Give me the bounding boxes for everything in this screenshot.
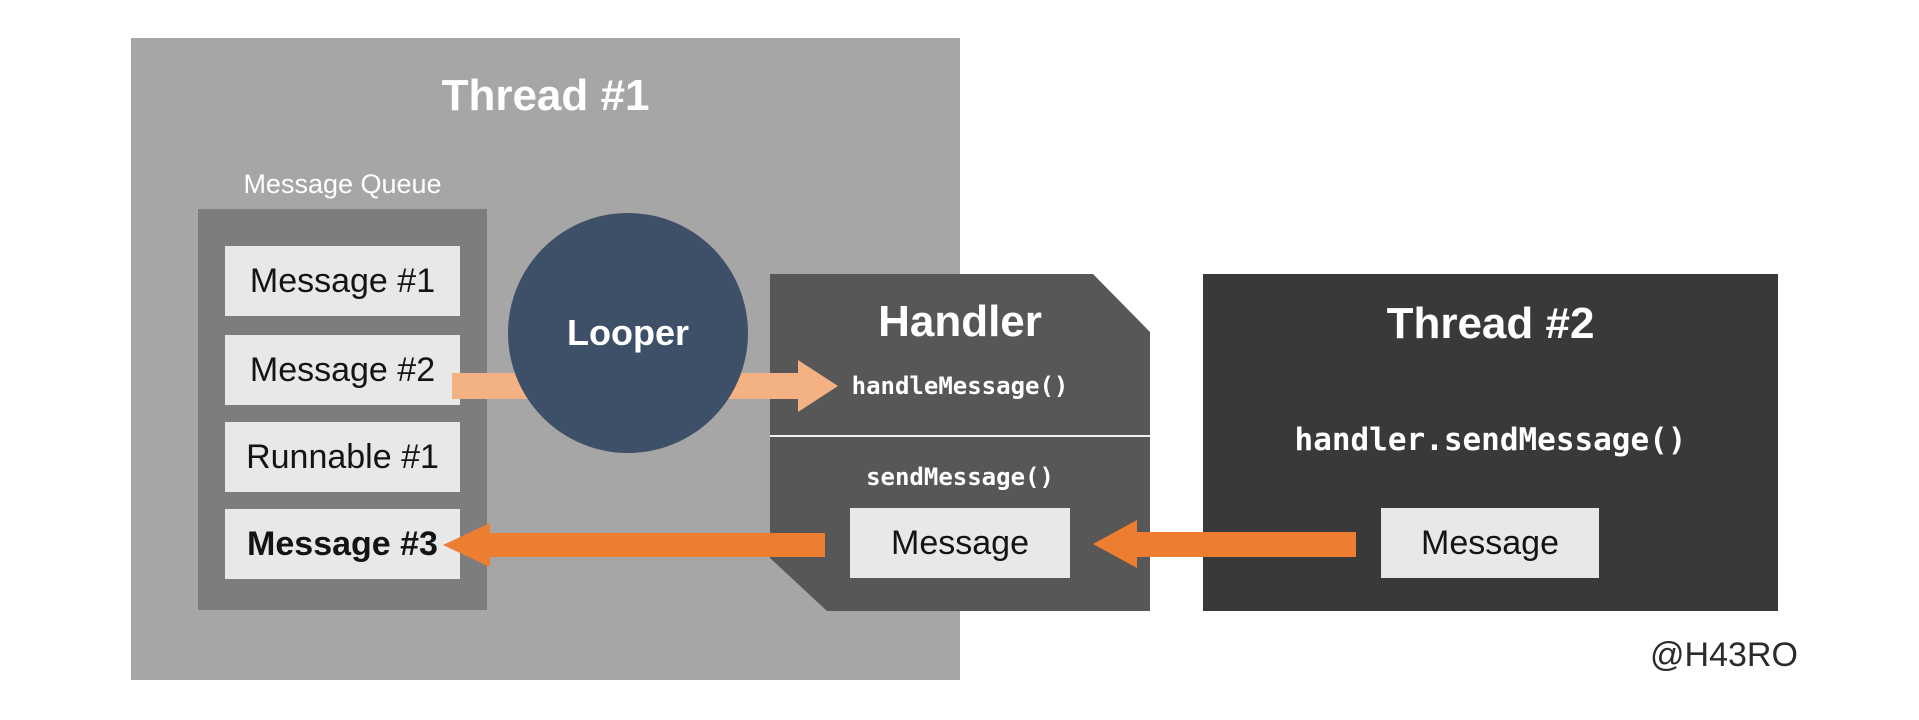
handle-message-method: handleMessage() [851,372,1069,400]
looper-label: Looper [567,312,689,353]
looper-circle: Looper [508,213,748,453]
thread2-to-handler-arrow-shaft [1137,532,1356,557]
queue-item-runnable-1: Runnable #1 [225,422,460,492]
handler-message-box: Message [850,508,1070,578]
thread1-title: Thread #1 [441,71,650,120]
send-message-method: sendMessage() [866,463,1054,491]
watermark: @H43RO [1650,636,1798,674]
queue-item-message-1: Message #1 [225,246,460,316]
message-queue-box: Message #1 Message #2 Runnable #1 Messag… [198,209,487,610]
thread2-title: Thread #2 [1386,299,1595,348]
handler-title: Handler [878,297,1042,346]
thread2-to-handler-arrow-head [1093,520,1137,568]
handler-to-queue-arrow-shaft [490,533,825,557]
handler-divider [770,435,1150,437]
looper-dispatch-arrow-head [798,360,838,412]
handler-box: Handler handleMessage() sendMessage() Me… [770,274,1150,611]
thread2-code: handler.sendMessage() [1294,422,1687,458]
thread2-box: Thread #2 handler.sendMessage() Message [1203,274,1778,611]
queue-item-message-2: Message #2 [225,335,460,405]
message-queue-label: Message Queue [243,169,442,199]
thread2-message-box: Message [1381,508,1599,578]
handler-to-queue-arrow-head [443,523,490,567]
queue-item-message-3: Message #3 [225,509,460,579]
